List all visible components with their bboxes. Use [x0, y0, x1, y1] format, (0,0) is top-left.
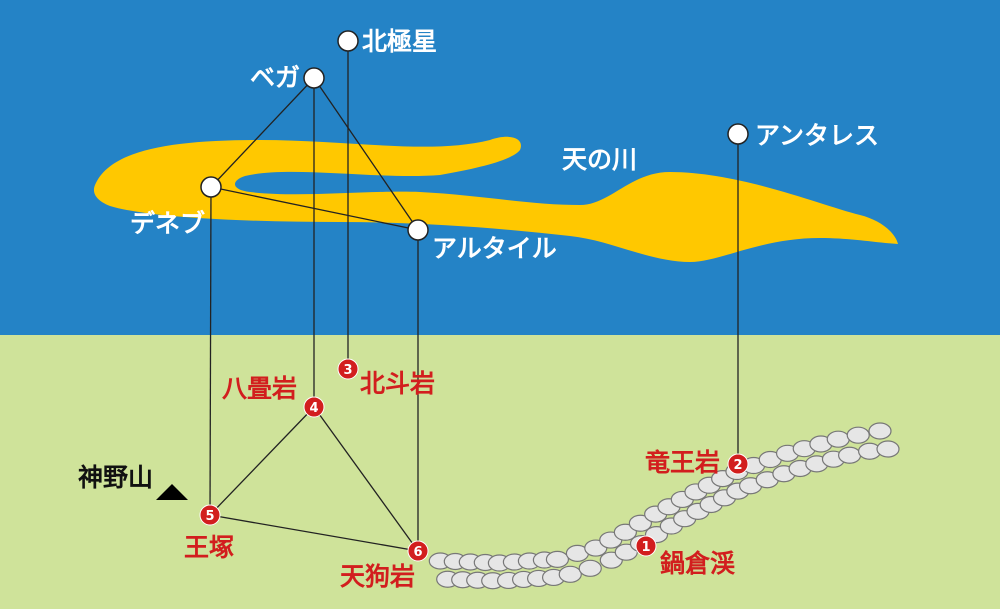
star-marker-vega: [303, 67, 325, 89]
star-marker-antares: [727, 123, 749, 145]
star-marker-deneb: [200, 176, 222, 198]
line-deneb-outsuka: [209, 186, 212, 516]
stone: [628, 514, 652, 532]
star-label-antares: アンタレス: [755, 121, 879, 150]
rock-label-2: 竜王岩: [645, 448, 720, 477]
line-deneb-altair: [210, 186, 419, 231]
star-label-vega: ベガ: [250, 63, 300, 92]
line-vega-deneb: [210, 77, 315, 188]
stone: [868, 422, 892, 440]
connection-lines: [209, 41, 739, 552]
stone: [613, 523, 637, 541]
milky-way-shape: [93, 136, 898, 262]
rock-marker-1: 1: [635, 535, 657, 557]
rock-label-3: 北斗岩: [360, 369, 435, 398]
line-vega-altair: [313, 77, 419, 231]
rock-number-3: 3: [343, 363, 352, 378]
stone: [578, 559, 602, 577]
stone: [846, 426, 870, 444]
rock-label-6: 天狗岩: [340, 562, 415, 591]
rock-number-5: 5: [205, 509, 214, 524]
line-outsuka-tenguiwa: [209, 514, 419, 552]
rock-marker-4: 4: [303, 396, 325, 418]
rock-number-6: 6: [413, 545, 422, 560]
star-label-deneb: デネブ: [130, 209, 205, 238]
star-marker-polaris: [337, 30, 359, 52]
rock-number-4: 4: [309, 401, 318, 416]
mountain-label: 神野山: [78, 463, 153, 492]
line-hachijoiwa-outsuka: [209, 406, 315, 516]
stone: [558, 565, 582, 583]
rock-label-1: 鍋倉渓: [660, 549, 736, 578]
star-markers: [200, 30, 749, 241]
star-label-polaris: 北極星: [362, 27, 437, 56]
star-marker-altair: [407, 219, 429, 241]
milky-way-label: 天の川: [562, 145, 637, 174]
stone: [838, 446, 862, 464]
rock-number-2: 2: [733, 458, 742, 473]
rock-marker-3: 3: [337, 358, 359, 380]
star-label-altair: アルタイル: [432, 234, 557, 263]
rock-marker-5: 5: [199, 504, 221, 526]
stone: [545, 550, 570, 568]
line-hachijoiwa-tenguiwa: [313, 406, 419, 552]
stone: [826, 430, 850, 448]
rock-markers: 1 2 3 4 5 6: [199, 358, 749, 562]
stone: [876, 440, 900, 458]
mountain-icon: [156, 484, 188, 500]
rock-marker-2: 2: [727, 453, 749, 475]
rock-label-5: 王塚: [184, 533, 234, 562]
rock-marker-6: 6: [407, 540, 429, 562]
rock-label-4: 八畳岩: [222, 374, 297, 403]
rock-number-1: 1: [641, 540, 650, 555]
